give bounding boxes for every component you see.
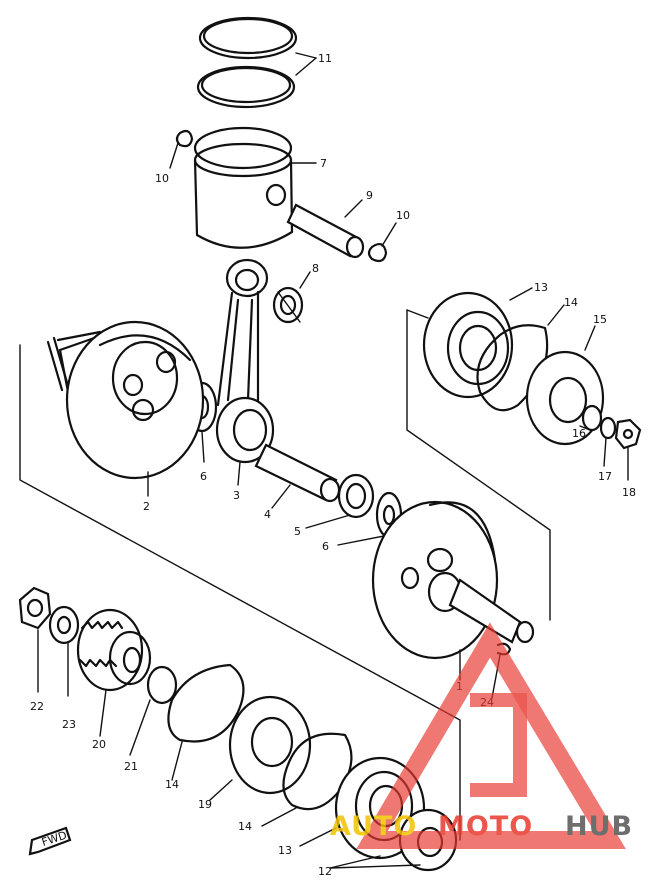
small-end-bearing	[272, 271, 311, 324]
watermark-triangle-logo	[356, 622, 626, 849]
callout-4: 4	[264, 508, 271, 521]
circlip-lower-a	[167, 663, 245, 781]
callout-10b: 10	[396, 209, 410, 222]
callout-14a: 14	[564, 296, 578, 309]
callout-18: 18	[622, 486, 636, 499]
callout-11: 11	[318, 52, 332, 65]
watermark-part3: HUB	[565, 811, 633, 842]
circlip-right	[367, 222, 397, 263]
piston	[193, 126, 317, 249]
crank-pin	[254, 443, 341, 509]
callout-15: 15	[593, 313, 607, 326]
spacer-16	[579, 404, 603, 432]
piston-rings	[196, 16, 317, 109]
callout-10a: 10	[155, 172, 169, 185]
primary-drive-gear	[76, 608, 152, 737]
washer-23	[48, 605, 80, 697]
washer-17	[599, 416, 617, 467]
callout-8: 8	[312, 262, 319, 275]
callout-13a: 13	[534, 281, 548, 294]
callout-20: 20	[92, 738, 106, 751]
callout-23: 23	[62, 718, 76, 731]
callout-2: 2	[143, 500, 150, 513]
callout-21: 21	[124, 760, 138, 773]
callout-5: 5	[294, 525, 301, 538]
callout-19: 19	[198, 798, 212, 811]
connecting-rod	[215, 258, 275, 486]
oil-seal-lower	[209, 695, 312, 801]
crank-half-right	[371, 500, 535, 699]
big-end-bearing	[305, 473, 375, 529]
callout-16: 16	[572, 427, 586, 440]
piston-pin	[286, 199, 365, 259]
upper-right-bracket	[406, 309, 551, 621]
forward-arrow-icon: FWD	[28, 826, 72, 856]
left-bracket	[19, 344, 461, 841]
watermark-part1: AUTO	[330, 811, 417, 842]
callout-14b: 14	[165, 778, 179, 791]
callout-6a: 6	[200, 470, 207, 483]
callout-22: 22	[30, 700, 44, 713]
callout-7: 7	[320, 157, 327, 170]
callout-17: 17	[598, 470, 612, 483]
callout-6b: 6	[322, 540, 329, 553]
circlip-left	[169, 129, 194, 169]
automotohub-watermark: AUTO MOTO HUB	[330, 622, 633, 849]
crank-half-left	[46, 320, 205, 497]
callout-3: 3	[233, 489, 240, 502]
watermark-part2: MOTO	[438, 811, 533, 842]
callout-14c: 14	[238, 820, 252, 833]
nut-18	[614, 418, 642, 481]
callout-13b: 13	[278, 844, 292, 857]
nut-22	[18, 586, 52, 693]
circlip-21	[129, 665, 178, 756]
callout-9: 9	[366, 189, 373, 202]
callout-12: 12	[318, 865, 332, 878]
